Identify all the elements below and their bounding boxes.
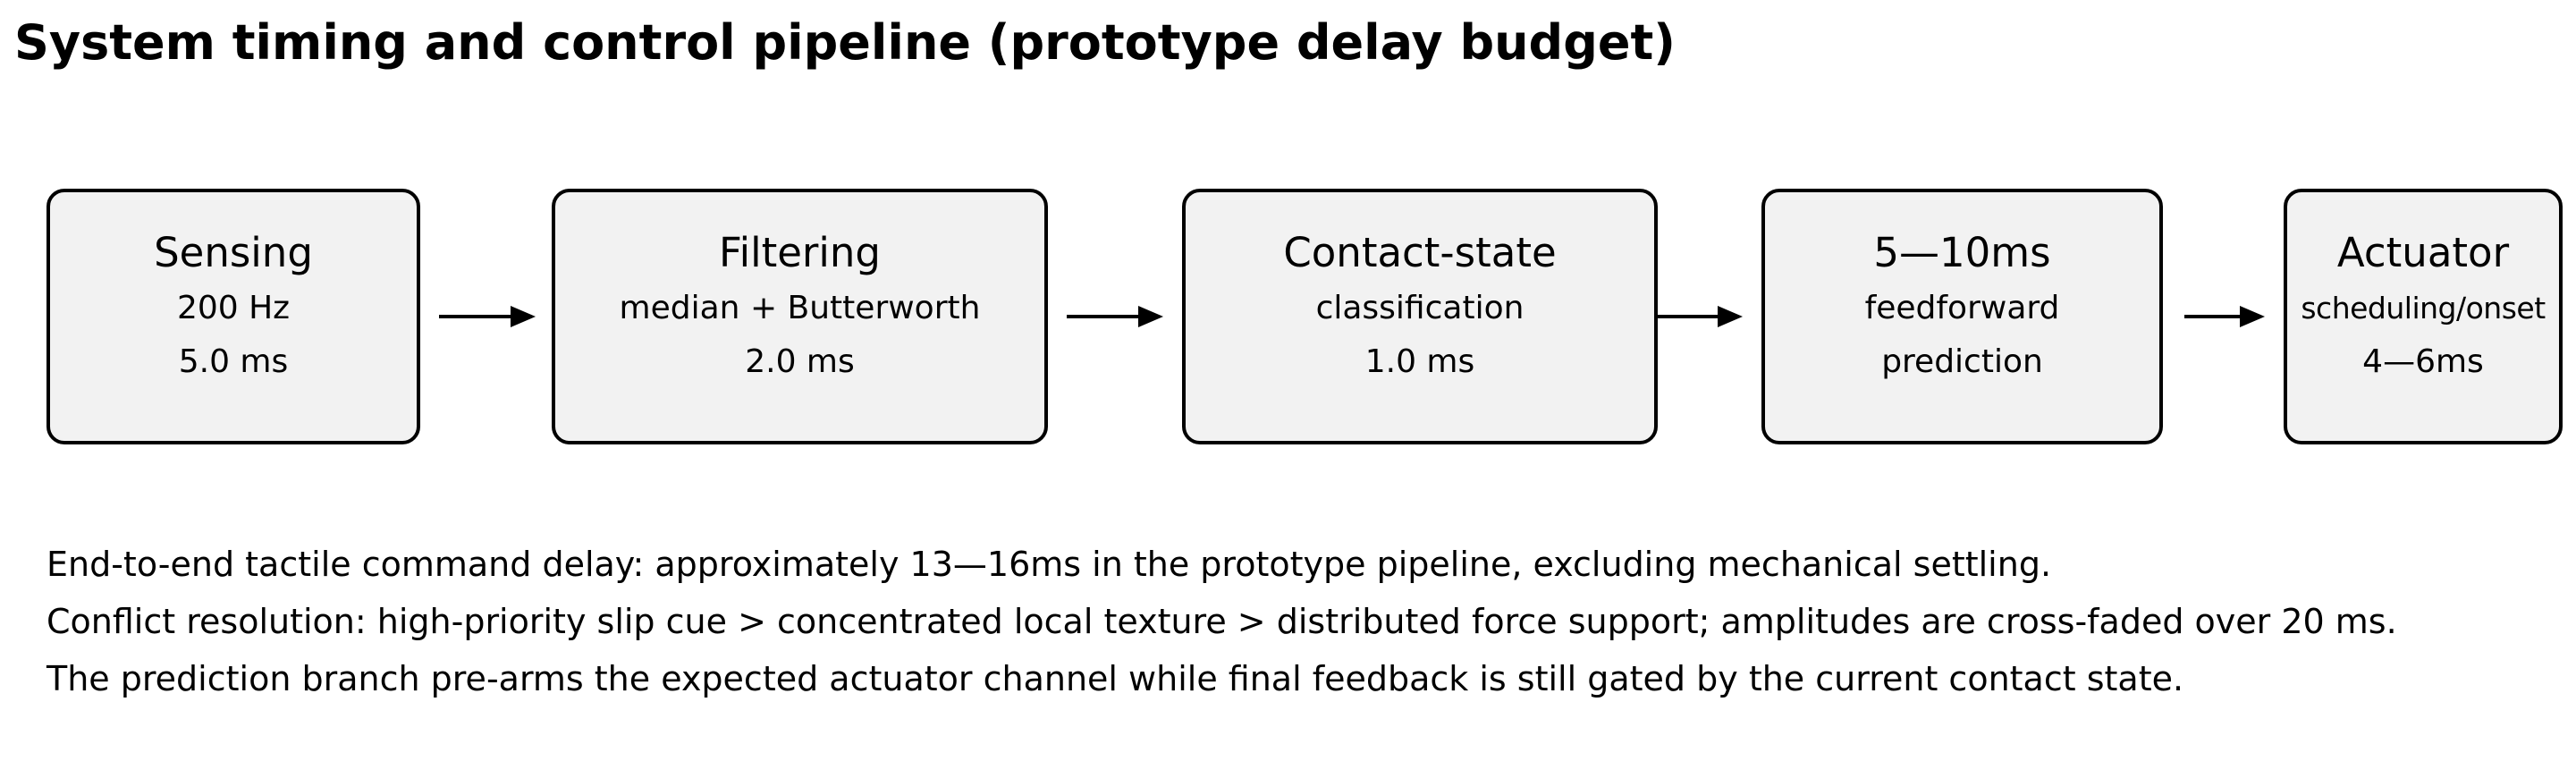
flow-arrow [2184, 306, 2267, 327]
stage-feedforward-prediction: 5—10ms feedforward prediction [1761, 189, 2163, 444]
stage-actuator: Actuator scheduling/onset 4—6ms [2284, 189, 2563, 444]
stage-timing: 2.0 ms [745, 343, 855, 380]
arrow-right-icon [439, 306, 536, 327]
diagram-title: System timing and control pipeline (prot… [14, 14, 1676, 71]
stage-detail: 200 Hz [176, 290, 291, 326]
flow-arrow [1067, 306, 1165, 327]
stage-detail: median + Butterworth [619, 290, 981, 326]
arrow-right-icon [1067, 306, 1163, 327]
stage-name: 5—10ms [1873, 229, 2051, 276]
arrow-right-icon [2184, 306, 2265, 327]
stage-name: Contact-state [1283, 229, 1557, 276]
stage-filtering: Filtering median + Butterworth 2.0 ms [552, 189, 1048, 444]
stage-timing: prediction [1881, 343, 2043, 380]
notes: End-to-end tactile command delay: approx… [46, 542, 2532, 714]
arrow-right-icon [1655, 306, 1743, 327]
flow-arrow [439, 306, 537, 327]
stage-detail: classification [1315, 290, 1524, 326]
stage-timing: 1.0 ms [1364, 343, 1475, 380]
stage-name: Actuator [2336, 229, 2510, 276]
note-conflict-resolution: Conflict resolution: high-priority slip … [46, 602, 2397, 641]
stage-detail: feedforward [1864, 290, 2060, 326]
stage-name: Filtering [718, 229, 882, 276]
stage-sensing: Sensing 200 Hz 5.0 ms [46, 189, 420, 444]
stage-timing: 4—6ms [2362, 343, 2484, 380]
flow-arrow [1655, 306, 1744, 327]
stage-contact-state: Contact-state classification 1.0 ms [1182, 189, 1658, 444]
note-prediction-branch: The prediction branch pre-arms the expec… [46, 659, 2184, 698]
stage-timing: 5.0 ms [178, 343, 289, 380]
note-end-to-end-delay: End-to-end tactile command delay: approx… [46, 545, 2052, 584]
stage-name: Sensing [154, 229, 313, 276]
stage-detail: scheduling/onset [2301, 291, 2546, 326]
